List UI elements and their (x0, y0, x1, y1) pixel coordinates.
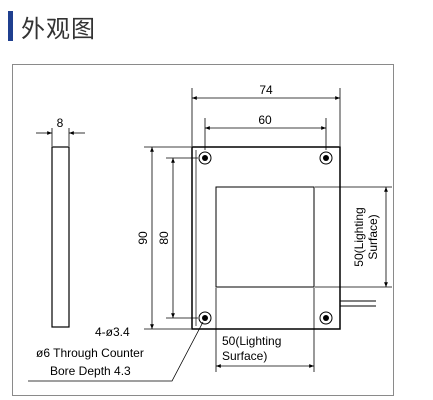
hole-note-line1: 4-ø3.4 (95, 325, 130, 339)
heading-accent-bar (8, 11, 13, 41)
section-title: 外观图 (21, 14, 96, 43)
mounting-hole-bottom-left (198, 311, 212, 325)
lighting-width-label-line2: Surface) (222, 349, 267, 363)
lighting-height-dimension: 50(Lighting Surface) (315, 186, 392, 288)
side-thickness-label: 8 (57, 116, 64, 130)
lighting-surface (215, 186, 315, 288)
width-60-dimension: 60 (204, 113, 327, 150)
overall-width-label: 74 (259, 83, 273, 97)
front-view (191, 146, 376, 330)
hole-spacing-height-label: 80 (157, 231, 171, 245)
mounting-hole-top-left (198, 151, 212, 165)
power-cable (340, 300, 376, 307)
side-view-plate (51, 146, 70, 328)
lighting-height-label-line2: Surface) (366, 214, 380, 259)
mounting-hole-top-right (319, 151, 333, 165)
section-heading: 外观图 (8, 8, 96, 44)
hole-note-line3: Bore Depth 4.3 (50, 364, 131, 378)
height-90-dimension: 90 (136, 146, 191, 330)
lighting-width-label-line1: 50(Lighting (222, 334, 281, 348)
overall-height-label: 90 (136, 231, 150, 245)
lighting-width-dimension: 50(Lighting Surface) (215, 288, 315, 372)
height-80-dimension: 80 (157, 157, 198, 319)
hole-callout-leader (28, 321, 204, 382)
mounting-hole-bottom-right (319, 311, 333, 325)
hole-spacing-width-label: 60 (258, 113, 272, 127)
hole-callout: 4-ø3.4 ø6 Through Counter Bore Depth 4.3 (28, 321, 204, 382)
hole-note-line2: ø6 Through Counter (36, 346, 144, 360)
side-view: 8 (36, 116, 85, 328)
lighting-height-label-line1: 50(Lighting (352, 207, 366, 266)
width-74-dimension: 74 (191, 83, 341, 146)
